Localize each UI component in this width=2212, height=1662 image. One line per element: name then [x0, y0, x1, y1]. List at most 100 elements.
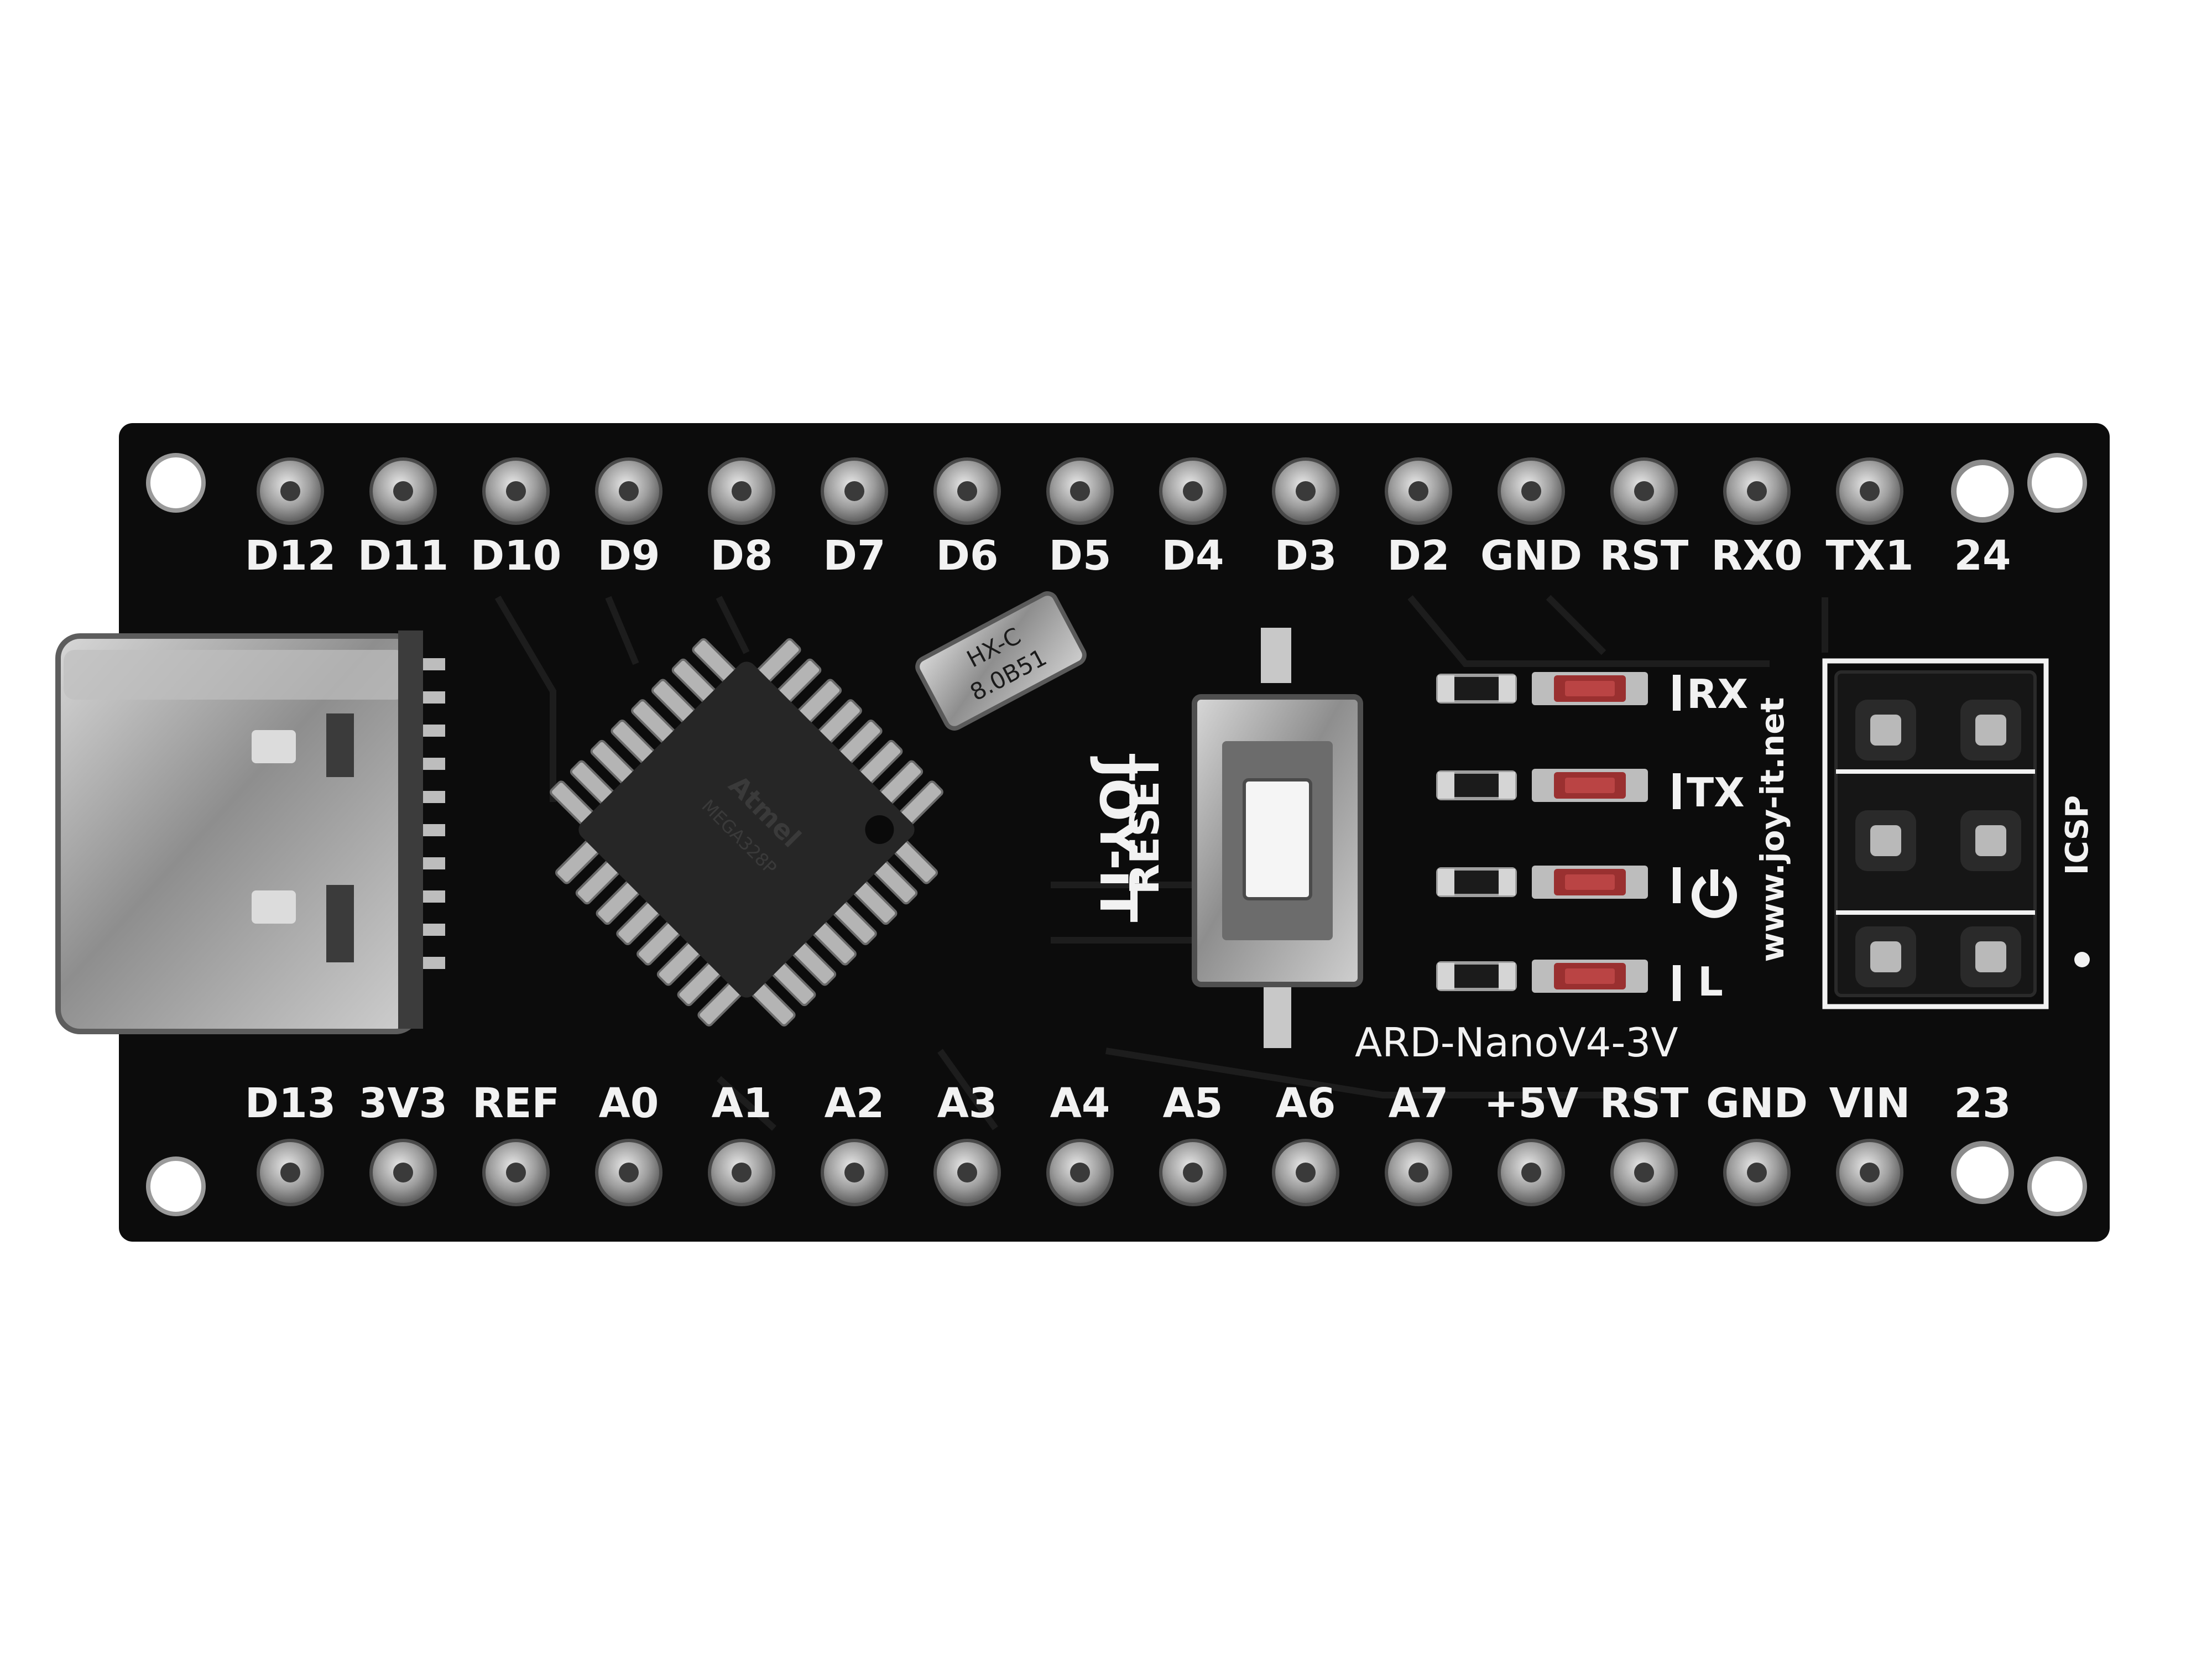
brand-logo-text: JOY-iT: [1088, 756, 1147, 923]
usb-c-tab: [252, 730, 296, 763]
header-pads-bottom: [257, 1139, 2014, 1206]
header-pad: [482, 457, 550, 525]
icsp-pin: [1960, 926, 2021, 987]
header-pad: [1498, 1139, 1565, 1206]
reset-label: RESET: [1121, 754, 1168, 895]
pin-label-bottom: VIN: [1829, 1080, 1911, 1127]
led-row: [1436, 960, 1648, 993]
pin-label-bottom: GND: [1706, 1080, 1808, 1127]
reset-button-actuator[interactable]: [1243, 778, 1312, 900]
led-label-rx: RX: [1687, 671, 1748, 717]
header-pad: [369, 457, 437, 525]
led-label-bars: [1673, 675, 1681, 1001]
pin-label-bottom: 23: [1954, 1080, 2011, 1127]
header-pad: [1385, 457, 1452, 525]
pin-label-top: D9: [598, 532, 660, 580]
mount-hole: [146, 1156, 206, 1216]
led-row: [1436, 866, 1648, 899]
pin-label-top: D4: [1162, 532, 1224, 580]
header-pad: [1046, 1139, 1114, 1206]
pin-label-bottom: 3V3: [359, 1080, 447, 1127]
icsp-pin: [1960, 810, 2021, 871]
pin-label-top: D5: [1049, 532, 1112, 580]
header-pad: [1159, 1139, 1227, 1206]
header-pad: [1498, 457, 1565, 525]
status-leds: [1436, 672, 1648, 993]
pin-label-bottom: A6: [1276, 1080, 1336, 1127]
pin-label-top: D6: [936, 532, 999, 580]
pin-label-bottom: A2: [825, 1080, 885, 1127]
header-pad: [595, 457, 662, 525]
pin-label-top: TX1: [1825, 532, 1913, 580]
header-pad: [595, 1139, 662, 1206]
pin-label-top: RST: [1600, 532, 1689, 580]
usb-c-pins: [423, 658, 445, 969]
header-pad: [1272, 1139, 1339, 1206]
pin-label-top: D10: [471, 532, 561, 580]
icsp-label: ICSP: [2059, 795, 2095, 875]
led-row: [1436, 672, 1648, 705]
icsp-pin: [1855, 810, 1916, 871]
pin-label-top: RX0: [1711, 532, 1803, 580]
header-pad: [933, 1139, 1001, 1206]
usb-c-tab: [252, 890, 296, 924]
header-pad: [1159, 457, 1227, 525]
icsp-pin: [1855, 926, 1916, 987]
icsp-pin: [1960, 700, 2021, 760]
header-pad: [933, 457, 1001, 525]
icsp-pins: [1855, 700, 2021, 987]
pin-label-bottom: A0: [599, 1080, 659, 1127]
header-pad: [821, 1139, 888, 1206]
pin-label-top: GND: [1480, 532, 1582, 580]
header-pad: [1951, 1141, 2014, 1204]
joy-it-logo: JOY-iT: [1088, 756, 1147, 923]
pin-label-top: D2: [1387, 532, 1450, 580]
header-pad: [708, 1139, 775, 1206]
icsp-pin1-marker: [2074, 952, 2090, 967]
mount-hole: [146, 453, 206, 513]
led-label-tx: TX: [1687, 769, 1745, 816]
header-pad: [1951, 460, 2014, 523]
header-pad: [369, 1139, 437, 1206]
reset-button[interactable]: [1192, 628, 1363, 1048]
pin-label-top: D7: [823, 532, 886, 580]
header-pad: [1610, 457, 1678, 525]
header-pads-top: [257, 457, 2014, 525]
pin-label-bottom: A5: [1163, 1080, 1223, 1127]
pin-label-bottom: REF: [472, 1080, 560, 1127]
website-text: www.joy-it.net: [1754, 697, 1791, 962]
pin-label-top: D12: [245, 532, 336, 580]
header-pad: [257, 1139, 324, 1206]
pin-label-top: 24: [1954, 532, 2011, 580]
pin-label-bottom: A1: [712, 1080, 772, 1127]
usb-c-connector: [55, 631, 423, 1034]
icsp-pin: [1855, 700, 1916, 760]
pin-label-top: D3: [1275, 532, 1337, 580]
pin-label-bottom: A7: [1389, 1080, 1449, 1127]
pin-label-bottom: A4: [1050, 1080, 1110, 1127]
header-pad: [1836, 1139, 1903, 1206]
mount-hole: [2027, 453, 2087, 513]
header-pad: [708, 457, 775, 525]
model-label: ARD-NanoV4-3V: [1355, 1019, 1678, 1066]
header-pad: [1723, 457, 1791, 525]
pcb-body: [119, 423, 2110, 1242]
pin-label-bottom: +5V: [1484, 1080, 1579, 1127]
power-icon: [1692, 869, 1737, 918]
atmega-microcontroller: Atmel MEGA328P: [550, 638, 943, 1027]
header-pad: [821, 457, 888, 525]
header-pad: [1723, 1139, 1791, 1206]
mount-hole: [2027, 1156, 2087, 1216]
header-pad: [1385, 1139, 1452, 1206]
header-pad: [482, 1139, 550, 1206]
header-pad: [1046, 457, 1114, 525]
mounting-holes: [146, 453, 2087, 1216]
header-pad: [1836, 457, 1903, 525]
led-row: [1436, 769, 1648, 802]
pin-label-top: D11: [358, 532, 448, 580]
header-pad: [1272, 457, 1339, 525]
